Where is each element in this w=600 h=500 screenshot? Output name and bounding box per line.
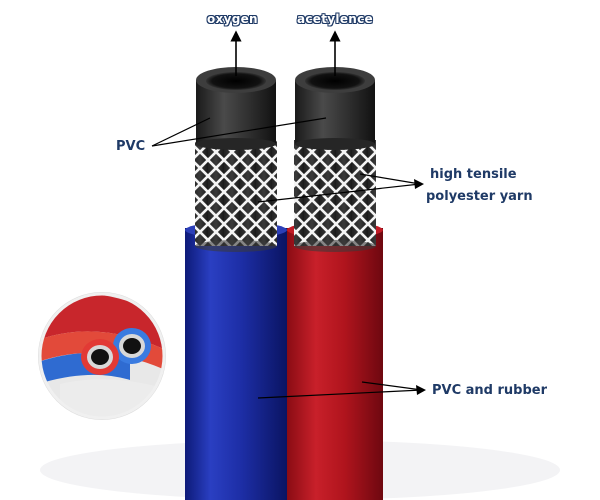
leader-arrowheads: [414, 179, 426, 395]
acetylene-inner-layers: [294, 67, 376, 252]
blue-hose: [185, 222, 287, 500]
red-hose: [287, 222, 383, 500]
pvc-rubber-label: PVC and rubber: [432, 383, 548, 398]
yarn-label-line2: polyester yarn: [426, 189, 533, 204]
oxygen-label: oxygen: [207, 12, 258, 26]
yarn-label-line1: high tensile: [430, 167, 517, 182]
acetylene-label: acetylence: [297, 12, 373, 26]
pvc-label: PVC: [116, 139, 146, 154]
hose-closeup-inset: [38, 292, 166, 420]
oxygen-inner-layers: [195, 67, 277, 252]
leader-lines: [151, 117, 423, 399]
